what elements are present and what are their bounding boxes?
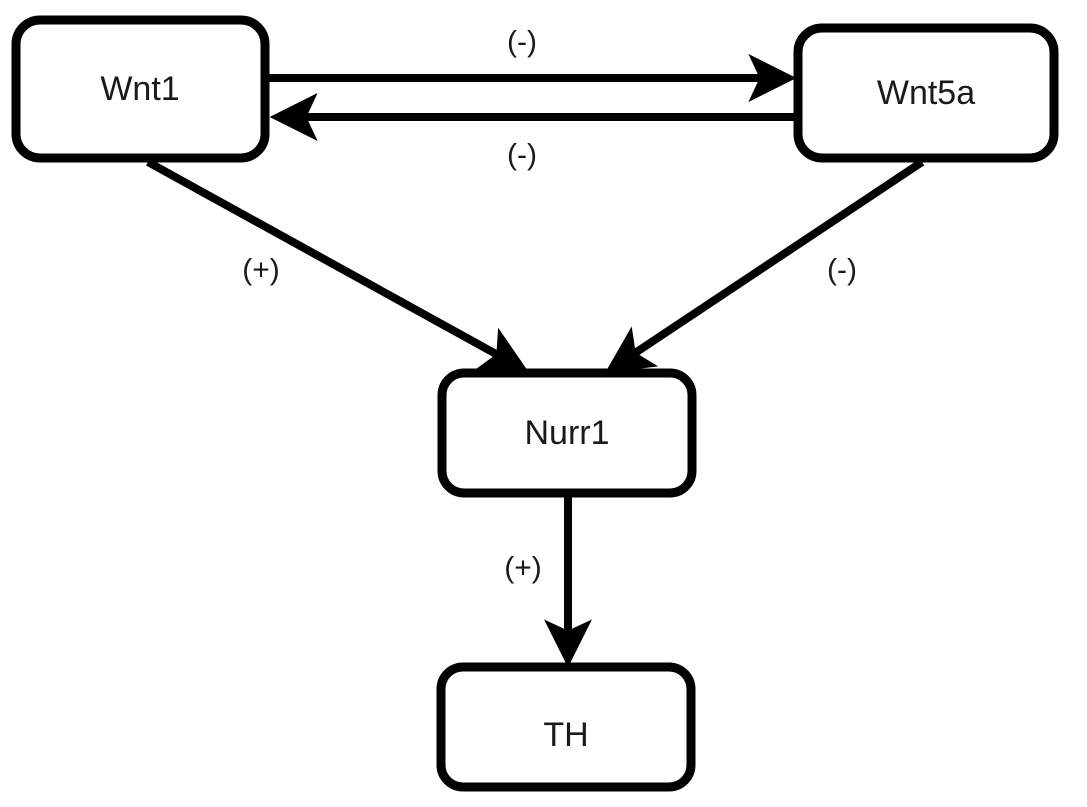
edge-label-wnt1-to-wnt5a: (-) [507,26,537,59]
edge-labels: (-) (-) (+) (-) (+) [242,26,857,585]
node-nurr1: Nurr1 [437,368,697,498]
node-th-label: TH [543,716,588,754]
node-wnt5a-label: Wnt5a [877,74,975,112]
edges [146,54,925,668]
edge-label-wnt5a-to-nurr1: (-) [827,254,857,287]
edge-label-wnt5a-to-wnt1: (-) [507,139,537,172]
edge-wnt5a-to-nurr1 [605,158,925,373]
node-wnt5a: Wnt5a [793,23,1059,163]
node-wnt5a-box [793,23,1059,163]
edge-label-nurr1-to-th: (+) [504,552,542,585]
node-th: TH [436,662,696,792]
node-wnt1: Wnt1 [11,15,270,163]
node-wnt1-box [11,15,270,163]
node-wnt1-label: Wnt1 [100,70,179,108]
node-th-box [436,662,696,792]
edge-label-wnt1-to-nurr1: (+) [242,254,280,287]
node-nurr1-box [437,368,697,498]
edge-wnt1-to-nurr1 [146,158,529,372]
node-nurr1-label: Nurr1 [524,414,609,452]
